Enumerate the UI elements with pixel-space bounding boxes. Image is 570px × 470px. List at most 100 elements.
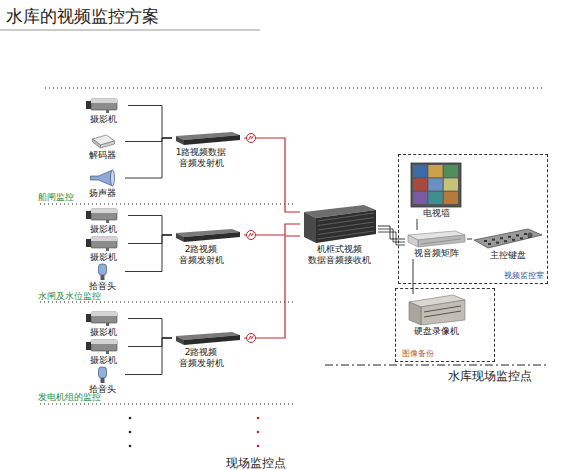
connector-line bbox=[244, 236, 300, 338]
connector-line bbox=[125, 235, 172, 272]
device-icon bbox=[78, 310, 128, 327]
device-drawing bbox=[78, 338, 128, 355]
device-label: 拾音头 bbox=[80, 281, 125, 292]
decoder-device: 解码器 bbox=[80, 133, 125, 161]
device-icon bbox=[300, 204, 378, 244]
av-matrix: 视音频矩阵 bbox=[405, 230, 467, 259]
device-label: 2路视频 音频发射机 bbox=[172, 244, 230, 266]
device-drawing bbox=[172, 131, 244, 145]
connector-line bbox=[128, 319, 172, 339]
device-drawing bbox=[80, 262, 125, 281]
device-drawing bbox=[80, 133, 125, 150]
connector bbox=[244, 134, 300, 213]
connector-line bbox=[244, 224, 300, 235]
device-icon bbox=[78, 235, 128, 252]
tv-wall: 电视墙 bbox=[410, 162, 462, 219]
control-keyboard: 主控键盘 bbox=[472, 228, 544, 261]
wireless-symbol bbox=[247, 231, 256, 240]
device-icon bbox=[172, 228, 244, 242]
group-title: 视频监控室 bbox=[504, 271, 544, 281]
connector bbox=[125, 138, 172, 142]
connector-line bbox=[128, 106, 172, 139]
transmitter-box: 1路视频数据 音频发射机 bbox=[172, 131, 244, 169]
connector bbox=[467, 239, 472, 240]
connector bbox=[125, 235, 172, 272]
continuation-dots bbox=[257, 417, 260, 448]
device-icon bbox=[80, 262, 125, 281]
site-label: 现场监控点 bbox=[226, 455, 286, 470]
device-drawing bbox=[78, 207, 128, 224]
device-drawing bbox=[78, 310, 128, 327]
connector-line bbox=[128, 216, 172, 236]
connector bbox=[417, 219, 418, 230]
device-drawing bbox=[405, 230, 467, 248]
wireless-symbol bbox=[247, 334, 256, 343]
separator bbox=[40, 301, 296, 302]
device-drawing bbox=[300, 204, 378, 244]
wireless-bolt bbox=[249, 136, 254, 141]
separator bbox=[45, 87, 545, 88]
zone-label: 发电机组的监控 bbox=[38, 391, 101, 404]
connector bbox=[128, 216, 172, 236]
device-drawing bbox=[405, 294, 467, 326]
connector-line bbox=[125, 138, 172, 142]
transmitter-box: 2路视频 音频发射机 bbox=[172, 228, 244, 266]
connector-line bbox=[417, 219, 418, 230]
control-room-group: 视频监控室 电视墙视音频矩阵主控键盘 bbox=[398, 154, 548, 284]
connector-line bbox=[244, 138, 300, 212]
site-label: 水库现场监控点 bbox=[448, 368, 532, 385]
connector bbox=[128, 235, 172, 244]
connector-bundle bbox=[378, 229, 405, 242]
speaker-device: 扬声器 bbox=[80, 168, 125, 199]
device-drawing bbox=[410, 162, 462, 208]
camera-device: 摄影机 bbox=[78, 235, 128, 263]
device-icon bbox=[80, 365, 125, 384]
camera-device: 摄影机 bbox=[78, 97, 128, 125]
connector bbox=[128, 106, 172, 139]
microphone-device: 拾音头 bbox=[80, 262, 125, 292]
camera-device: 摄影机 bbox=[78, 310, 128, 338]
camera-device: 摄影机 bbox=[78, 207, 128, 235]
device-icon bbox=[78, 97, 128, 114]
wireless-bolt bbox=[249, 233, 254, 238]
device-label: 解码器 bbox=[80, 150, 125, 161]
title-rule bbox=[0, 30, 260, 31]
device-icon bbox=[405, 294, 467, 326]
device-label: 扬声器 bbox=[80, 188, 125, 199]
device-label: 硬盘录像机 bbox=[405, 326, 467, 337]
wireless-symbol bbox=[247, 134, 256, 143]
continuation-dots bbox=[129, 417, 132, 448]
receiver-rack: 机框式视频 数据音频接收机 bbox=[300, 204, 378, 266]
connector bbox=[125, 338, 172, 375]
device-icon bbox=[172, 131, 244, 145]
zone-label: 船闸监控 bbox=[38, 191, 74, 204]
device-label: 摄影机 bbox=[78, 224, 128, 235]
device-icon bbox=[80, 133, 125, 150]
hard-disk-recorder: 硬盘录像机 bbox=[405, 294, 467, 337]
separator bbox=[40, 403, 296, 404]
connector bbox=[244, 236, 300, 343]
device-drawing bbox=[78, 235, 128, 252]
device-label: 摄影机 bbox=[78, 252, 128, 263]
device-drawing bbox=[78, 97, 128, 114]
device-label: 1路视频数据 音频发射机 bbox=[172, 147, 230, 169]
connector-line bbox=[378, 226, 405, 239]
zone-label: 水闸及水位监控 bbox=[38, 290, 101, 303]
wireless-bolt bbox=[249, 336, 254, 341]
device-icon bbox=[172, 331, 244, 345]
connector-line bbox=[125, 138, 172, 178]
device-label: 视音频矩阵 bbox=[405, 248, 467, 259]
device-drawing bbox=[472, 228, 544, 250]
zone-boundary bbox=[325, 364, 548, 365]
device-drawing bbox=[172, 331, 244, 345]
device-drawing bbox=[80, 365, 125, 384]
device-label: 摄影机 bbox=[78, 355, 128, 366]
separator bbox=[40, 203, 296, 204]
connector-line bbox=[128, 235, 172, 244]
connector bbox=[128, 319, 172, 339]
connector bbox=[244, 224, 300, 240]
connector-line bbox=[467, 239, 472, 240]
device-label: 主控键盘 bbox=[472, 250, 544, 261]
device-label: 电视墙 bbox=[410, 208, 462, 219]
